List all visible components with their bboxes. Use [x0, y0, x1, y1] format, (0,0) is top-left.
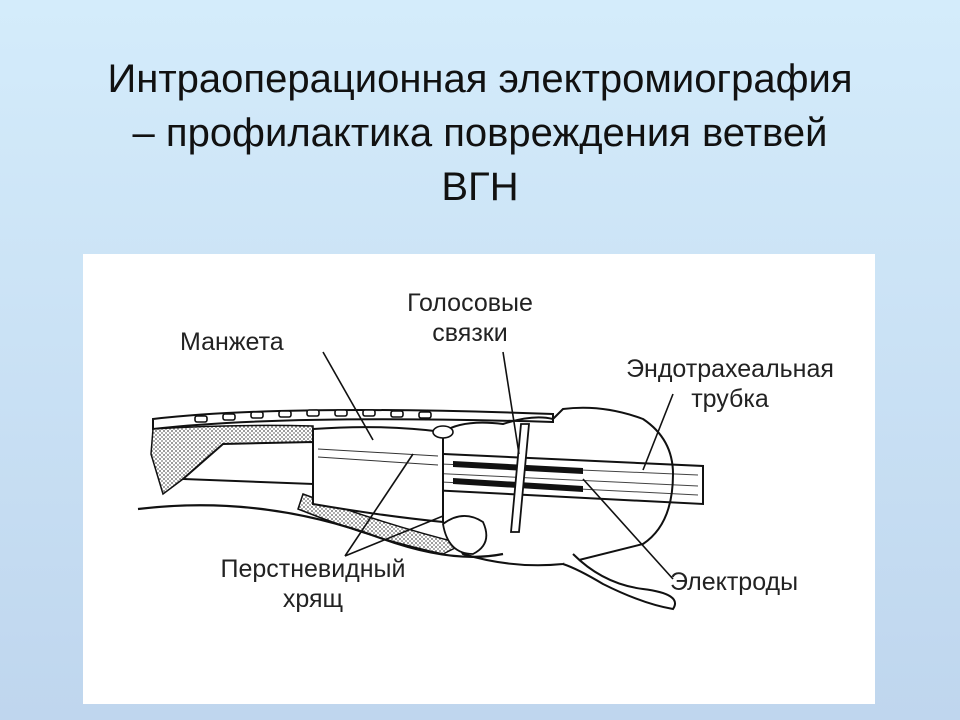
title-line-1: Интраоперационная электромиография: [107, 57, 853, 101]
leader-lines: [322, 351, 674, 580]
tracheal-rings: [194, 409, 432, 423]
label-endotracheal-tube: Эндотрахеальная трубка: [585, 354, 875, 414]
label-tube-line-2: трубка: [691, 385, 769, 413]
endotracheal-tube-diagram: [137, 351, 704, 611]
cricoid-cartilage: [442, 515, 488, 555]
label-cricoid-cartilage: Перстневидный хрящ: [193, 554, 433, 614]
label-tube-line-1: Эндотрахеальная: [626, 355, 834, 383]
label-cricoid-line-2: хрящ: [282, 585, 344, 613]
label-vocal-cords: Голосовые связки: [375, 288, 565, 348]
title-line-2: – профилактика повреждения ветвей: [132, 111, 828, 155]
figure-panel: Манжета Голосовые связки Эндотрахеальная…: [83, 254, 875, 704]
label-vocal-cords-line-2: связки: [432, 319, 508, 347]
larynx-outline: [442, 406, 675, 567]
label-vocal-cords-line-1: Голосовые: [407, 289, 533, 317]
label-cricoid-line-1: Перстневидный: [220, 555, 406, 583]
label-cuff: Манжета: [180, 328, 284, 356]
epiglottis: [562, 553, 676, 611]
vocal-cords: [510, 423, 530, 533]
vocal-fold-node: [432, 425, 454, 439]
label-electrodes: Электроды: [670, 568, 799, 596]
title-line-3: ВГН: [441, 165, 519, 209]
slide-title: Интраоперационная электромиография – про…: [20, 52, 940, 214]
trachea-lower-wall: [137, 504, 504, 558]
